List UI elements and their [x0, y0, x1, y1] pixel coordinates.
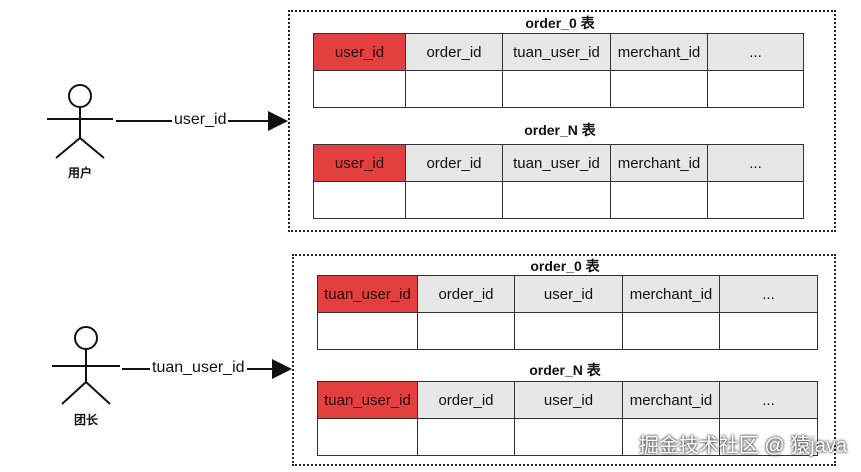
order-table: tuan_user_id order_id user_id merchant_i…: [317, 381, 818, 456]
leader-arrow-label: tuan_user_id: [150, 359, 247, 377]
empty-cell: [417, 418, 515, 456]
empty-cell: [707, 70, 804, 108]
column-header: order_id: [417, 381, 515, 419]
column-header: tuan_user_id: [502, 33, 611, 71]
leader-shard-group: [292, 254, 836, 466]
shard-key-header: tuan_user_id: [317, 381, 418, 419]
empty-cell: [719, 312, 818, 350]
empty-cell: [405, 181, 503, 219]
leader-actor-label: 团长: [74, 413, 99, 427]
watermark: 掘金技术社区 @ 猿java: [638, 435, 847, 457]
order-table: user_id order_id tuan_user_id merchant_i…: [313, 33, 804, 108]
column-header: user_id: [514, 275, 623, 313]
column-header: ...: [719, 381, 818, 419]
table-title: order_N 表: [529, 362, 601, 378]
column-header: ...: [707, 144, 804, 182]
empty-cell: [514, 418, 623, 456]
empty-cell: [317, 418, 418, 456]
column-header: order_id: [405, 33, 503, 71]
table-title: order_N 表: [524, 122, 596, 138]
shard-key-header: tuan_user_id: [317, 275, 418, 313]
empty-cell: [622, 312, 720, 350]
user-arrow-label: user_id: [172, 111, 229, 129]
order-table: tuan_user_id order_id user_id merchant_i…: [317, 275, 818, 350]
empty-cell: [317, 312, 418, 350]
empty-cell: [610, 70, 708, 108]
column-header: order_id: [405, 144, 503, 182]
empty-cell: [405, 70, 503, 108]
user-actor-label: 用户: [68, 166, 93, 180]
column-header: merchant_id: [622, 381, 720, 419]
column-header: merchant_id: [622, 275, 720, 313]
column-header: user_id: [514, 381, 623, 419]
column-header: merchant_id: [610, 144, 708, 182]
empty-cell: [313, 70, 406, 108]
table-title: order_0 表: [530, 258, 600, 274]
empty-cell: [719, 418, 818, 456]
leader-actor-icon: [52, 326, 120, 405]
empty-cell: [610, 181, 708, 219]
empty-cell: [514, 312, 623, 350]
empty-cell: [502, 70, 611, 108]
column-header: tuan_user_id: [502, 144, 611, 182]
empty-cell: [417, 312, 515, 350]
column-header: ...: [719, 275, 818, 313]
empty-cell: [313, 181, 406, 219]
order-table: user_id order_id tuan_user_id merchant_i…: [313, 144, 804, 219]
empty-cell: [622, 418, 720, 456]
empty-cell: [502, 181, 611, 219]
user-actor-icon: [47, 84, 113, 159]
column-header: merchant_id: [610, 33, 708, 71]
column-header: ...: [707, 33, 804, 71]
empty-cell: [707, 181, 804, 219]
shard-key-header: user_id: [313, 33, 406, 71]
table-title: order_0 表: [525, 15, 595, 31]
column-header: order_id: [417, 275, 515, 313]
user-shard-group: [288, 10, 836, 232]
shard-key-header: user_id: [313, 144, 406, 182]
